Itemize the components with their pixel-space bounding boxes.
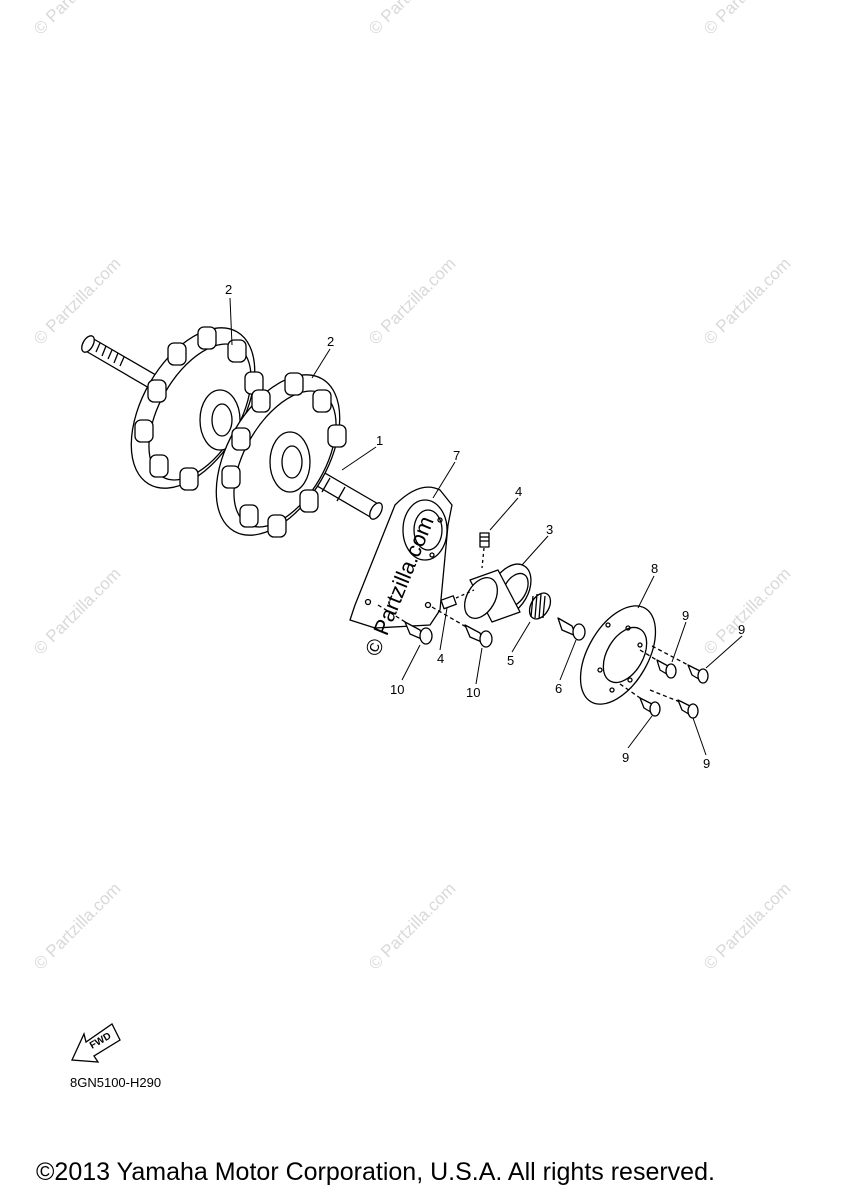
callout-2: 2 [225,282,232,297]
bolt-6 [557,617,586,641]
callout-4: 4 [515,484,522,499]
callout-9: 9 [682,608,689,623]
bolt-9-c [619,683,661,717]
callout-8: 8 [651,561,658,576]
bolt-10-left [377,604,433,645]
callout-10: 10 [466,685,480,700]
callout-4: 4 [437,651,444,666]
bolt-10-right [431,606,493,648]
callout-7: 7 [453,448,460,463]
bolt-9-b [651,645,709,684]
callout-9: 9 [703,756,710,771]
collar [528,592,552,620]
bearing-housing-plate [349,486,453,629]
bearing [463,563,532,623]
set-screw-upper [479,532,490,569]
leader-lines [229,297,743,756]
copyright-notice: ©2013 Yamaha Motor Corporation, U.S.A. A… [36,1158,715,1186]
bolt-9-a [639,649,677,679]
callout-6: 6 [555,681,562,696]
sprocket-left [130,326,269,491]
callout-2: 2 [327,334,334,349]
callout-9: 9 [622,750,629,765]
callout-9: 9 [738,622,745,637]
cover-plate [579,605,657,705]
callout-1: 1 [376,433,383,448]
callout-10: 10 [390,682,404,697]
sprocket-right [215,372,347,538]
callout-5: 5 [507,653,514,668]
set-screw-lower [440,589,475,610]
fwd-arrow-icon: FWD [71,1023,121,1063]
callout-3: 3 [546,522,553,537]
diagram-code: 8GN5100-H290 [70,1075,162,1090]
